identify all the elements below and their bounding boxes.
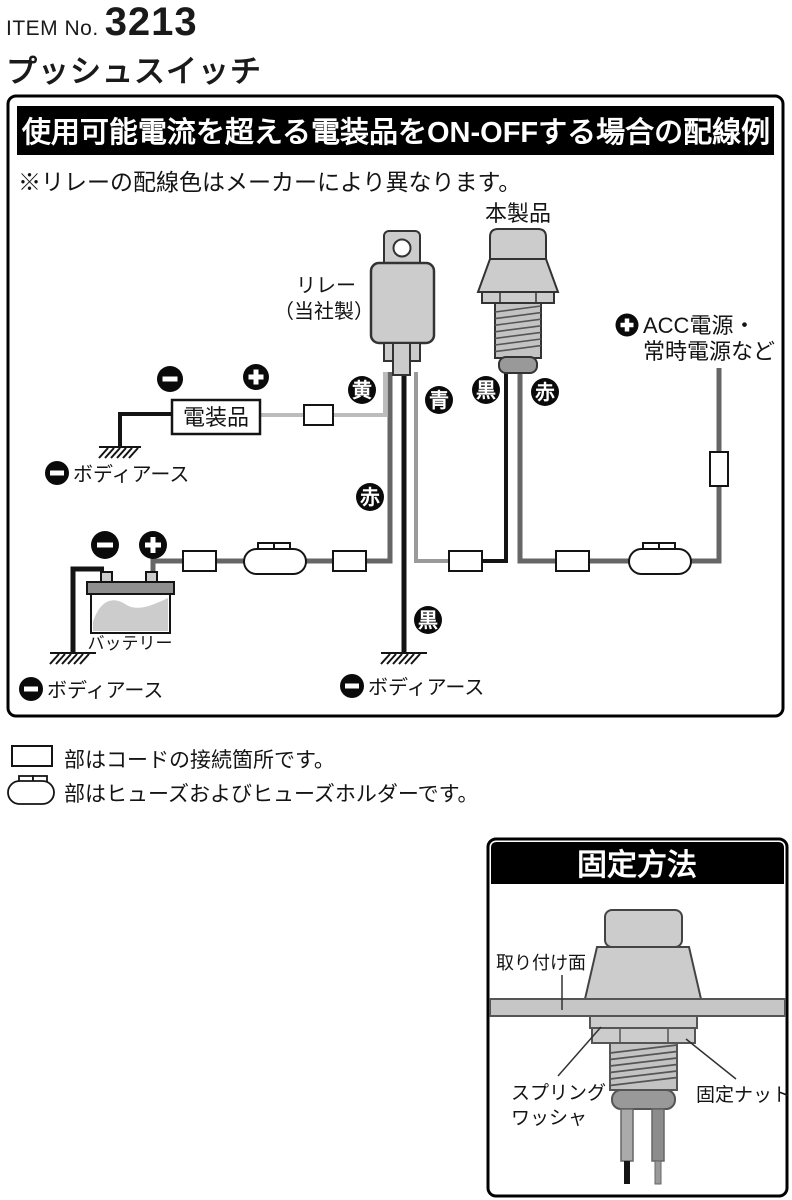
switch-collar [476, 258, 560, 293]
mounting-title-bar [491, 842, 784, 884]
mounting-title: 固定方法 [577, 848, 697, 882]
wire-color-badge-yellow: 黄 [348, 376, 376, 404]
battery [86, 571, 175, 634]
svg-text:赤: 赤 [360, 485, 380, 509]
equipment-ground-wire [118, 412, 172, 447]
item-number-line: ITEM No. 3213 [6, 2, 262, 42]
relay-label: リレー [296, 275, 356, 297]
nut-leader-line [685, 1038, 737, 1080]
equipment-box [170, 398, 262, 436]
plus-icon-acc [615, 313, 639, 337]
plus-icon-battery [139, 531, 167, 559]
body-earth-label-relay: ボディアース [368, 676, 484, 699]
switch-thread-hatch [494, 305, 542, 353]
nut-label: 固定ナット [696, 1084, 791, 1106]
item-number: 3213 [104, 0, 198, 44]
fuse-body [628, 548, 692, 575]
fixing-nut [591, 1027, 696, 1044]
connector-blue-black-link [448, 550, 483, 572]
relay [369, 230, 436, 376]
svg-text:黒: 黒 [418, 609, 438, 632]
mounted-wire-right-sheath [651, 1108, 665, 1162]
page-header: ITEM No. 3213 プッシュスイッチ [6, 2, 262, 91]
mounting-surface-label: 取り付け面 [496, 953, 586, 973]
switch-base [498, 356, 538, 374]
legend-fuse-text: 部はヒューズおよびヒューズホルダーです。 [64, 783, 479, 806]
svg-text:赤: 赤 [535, 380, 555, 404]
connector-battery-run-2 [332, 550, 367, 572]
battery-top-bar [86, 581, 175, 595]
relay-body [369, 261, 436, 345]
mounting-surface [489, 998, 786, 1017]
washer-label-line2: ワッシャ [511, 1108, 587, 1129]
relay-tab-hole [392, 238, 412, 258]
connector-switch-red-run [555, 550, 590, 572]
equipment-label: 電装品 [183, 405, 249, 430]
minus-icon-earth-relay [340, 674, 364, 698]
connector-acc-run [709, 451, 729, 487]
legend-connector-text: 部はコードの接続箇所です。 [64, 749, 335, 772]
body-earth-label-battery: ボディアース [47, 679, 163, 702]
switch-flange [481, 291, 555, 304]
battery-fluid [93, 598, 168, 631]
product-name: プッシュスイッチ [6, 54, 262, 89]
mounted-wire-left-sheath [620, 1108, 634, 1162]
wire-color-badge-red-switch: 赤 [531, 378, 559, 406]
plus-icon-equipment [243, 364, 269, 390]
fuse-holder-acc-run [628, 542, 692, 575]
washer-leader-line [557, 1026, 602, 1077]
mounted-wire-right-core [654, 1160, 662, 1185]
mounted-switch-cap [604, 909, 683, 948]
minus-icon-battery [91, 531, 119, 559]
fuse-body [243, 548, 307, 575]
mounted-wire-left-core [624, 1161, 630, 1184]
relay-maker-label: （当社製） [274, 300, 374, 323]
push-switch [476, 228, 560, 374]
acc-label-line2: 常時電源など [643, 339, 775, 364]
cord-connectors [182, 404, 729, 572]
wiring-title: 使用可能電流を超える電装品をON-OFFする場合の配線例 [21, 115, 770, 149]
wire-color-badge-red-relay: 赤 [356, 483, 384, 511]
wire-color-badge-black-switch: 黒 [472, 376, 500, 404]
mounted-thread-hatch [609, 1044, 678, 1087]
legend-connector-symbol [11, 745, 53, 767]
connector-battery-run-1 [182, 550, 217, 572]
minus-icon-earth-equipment [45, 461, 69, 485]
mounted-switch-base [611, 1089, 676, 1110]
wiring-note: ※リレーの配線色はメーカーにより異なります。 [18, 169, 521, 195]
svg-text:青: 青 [429, 389, 449, 412]
ground-symbol-battery [49, 652, 96, 665]
switch-cap [489, 228, 547, 260]
mounted-switch-collar [583, 946, 703, 1000]
connector-yellow-run [303, 404, 334, 426]
minus-icon-equipment [157, 366, 183, 392]
wire-color-badge-blue: 青 [425, 386, 453, 414]
legend-fuse-symbol [7, 775, 55, 805]
battery-minus-wire [70, 566, 104, 652]
wire-color-badge-black-relay: 黒 [414, 606, 442, 634]
ground-symbol-relay [380, 652, 427, 665]
svg-text:黒: 黒 [476, 379, 496, 402]
minus-icon-earth-battery [19, 677, 43, 701]
item-label: ITEM No. [6, 17, 99, 40]
ground-symbol-equipment [98, 446, 141, 459]
body-earth-label-equipment: ボディアース [73, 463, 189, 486]
battery-label: バッテリー [88, 634, 173, 653]
svg-text:黄: 黄 [352, 378, 372, 402]
mounting-drawing [489, 909, 786, 1185]
spring-washer [589, 1015, 698, 1029]
relay-connector-tongue [392, 342, 411, 376]
washer-label-line1: スプリング [511, 1082, 606, 1104]
acc-label-line1: ACC電源・ [643, 313, 755, 338]
fuse-holder-battery-run [243, 542, 307, 575]
wiring-title-bar [17, 106, 774, 155]
product-label: 本製品 [485, 201, 551, 226]
relay-yellow-wire [258, 372, 387, 417]
